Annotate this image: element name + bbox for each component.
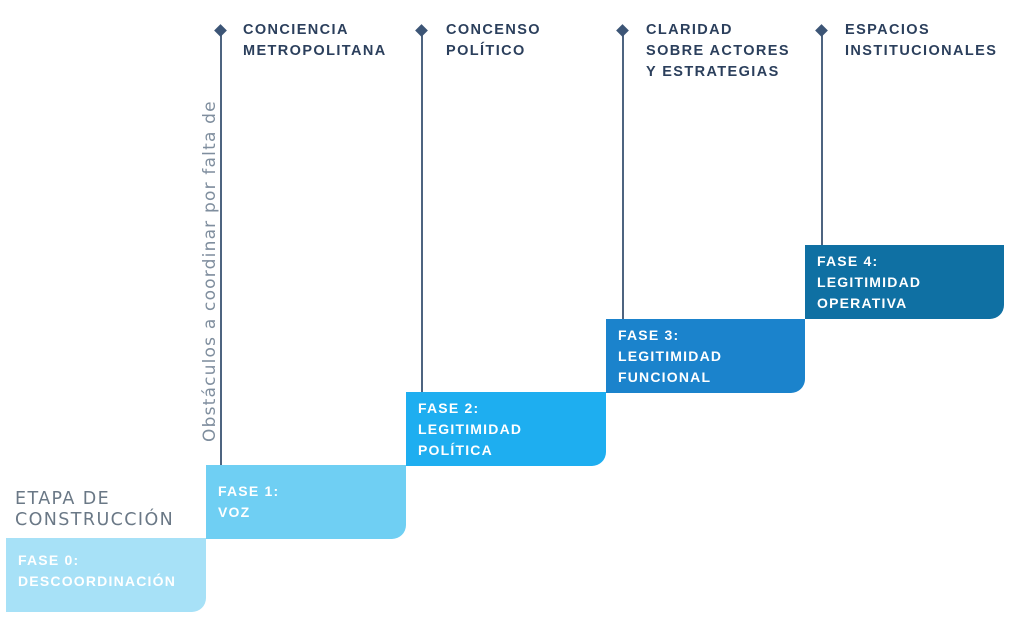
connector-line-4 <box>821 30 823 248</box>
obstacle-heading-1: CONCIENCIA METROPOLITANA <box>243 20 387 62</box>
stage-label-line: CONSTRUCCIÓN <box>15 510 175 530</box>
phase-line: LEGITIMIDAD <box>418 421 523 437</box>
phase-line: FASE 1: <box>218 483 280 499</box>
phase-line: DESCOORDINACIÓN <box>18 573 177 589</box>
diamond-marker-icon <box>616 24 629 37</box>
connector-line-3 <box>622 30 624 321</box>
phase-step-2: FASE 2: LEGITIMIDAD POLÍTICA <box>406 392 606 466</box>
obstacle-line: CONCIENCIA <box>243 22 349 38</box>
phase-step-1: FASE 1: VOZ <box>206 465 406 539</box>
connector-line-2 <box>421 30 423 394</box>
phase-line: OPERATIVA <box>817 295 908 311</box>
phase-step-0: FASE 0: DESCOORDINACIÓN <box>6 538 206 612</box>
vertical-axis-label: Obstáculos a coordinar por falta de <box>200 100 220 442</box>
obstacle-line: Y ESTRATEGIAS <box>646 64 780 80</box>
stage-label: ETAPA DE CONSTRUCCIÓN <box>15 489 174 531</box>
obstacle-line: INSTITUCIONALES <box>845 43 998 59</box>
phase-line: FASE 3: <box>618 327 680 343</box>
connector-line-1 <box>220 30 222 467</box>
stage-label-line: ETAPA DE <box>15 489 111 509</box>
obstacle-line: SOBRE ACTORES <box>646 43 790 59</box>
phase-line: FASE 2: <box>418 400 480 416</box>
phase-line: FASE 4: <box>817 253 879 269</box>
phase-step-4: FASE 4: LEGITIMIDAD OPERATIVA <box>805 245 1004 319</box>
diamond-marker-icon <box>214 24 227 37</box>
obstacle-heading-4: ESPACIOS INSTITUCIONALES <box>845 20 997 62</box>
obstacle-line: ESPACIOS <box>845 22 931 38</box>
obstacle-heading-2: CONCENSO POLÍTICO <box>446 20 541 62</box>
phase-line: FUNCIONAL <box>618 369 712 385</box>
phase-line: VOZ <box>218 504 251 520</box>
phase-line: LEGITIMIDAD <box>817 274 922 290</box>
diamond-marker-icon <box>415 24 428 37</box>
phase-line: LEGITIMIDAD <box>618 348 723 364</box>
obstacle-line: METROPOLITANA <box>243 43 387 59</box>
phase-step-3: FASE 3: LEGITIMIDAD FUNCIONAL <box>606 319 805 393</box>
phase-line: POLÍTICA <box>418 442 493 458</box>
diamond-marker-icon <box>815 24 828 37</box>
obstacle-line: CLARIDAD <box>646 22 733 38</box>
phase-line: FASE 0: <box>18 552 80 568</box>
obstacle-line: CONCENSO <box>446 22 541 38</box>
obstacle-heading-3: CLARIDAD SOBRE ACTORES Y ESTRATEGIAS <box>646 20 790 83</box>
obstacle-line: POLÍTICO <box>446 43 526 59</box>
